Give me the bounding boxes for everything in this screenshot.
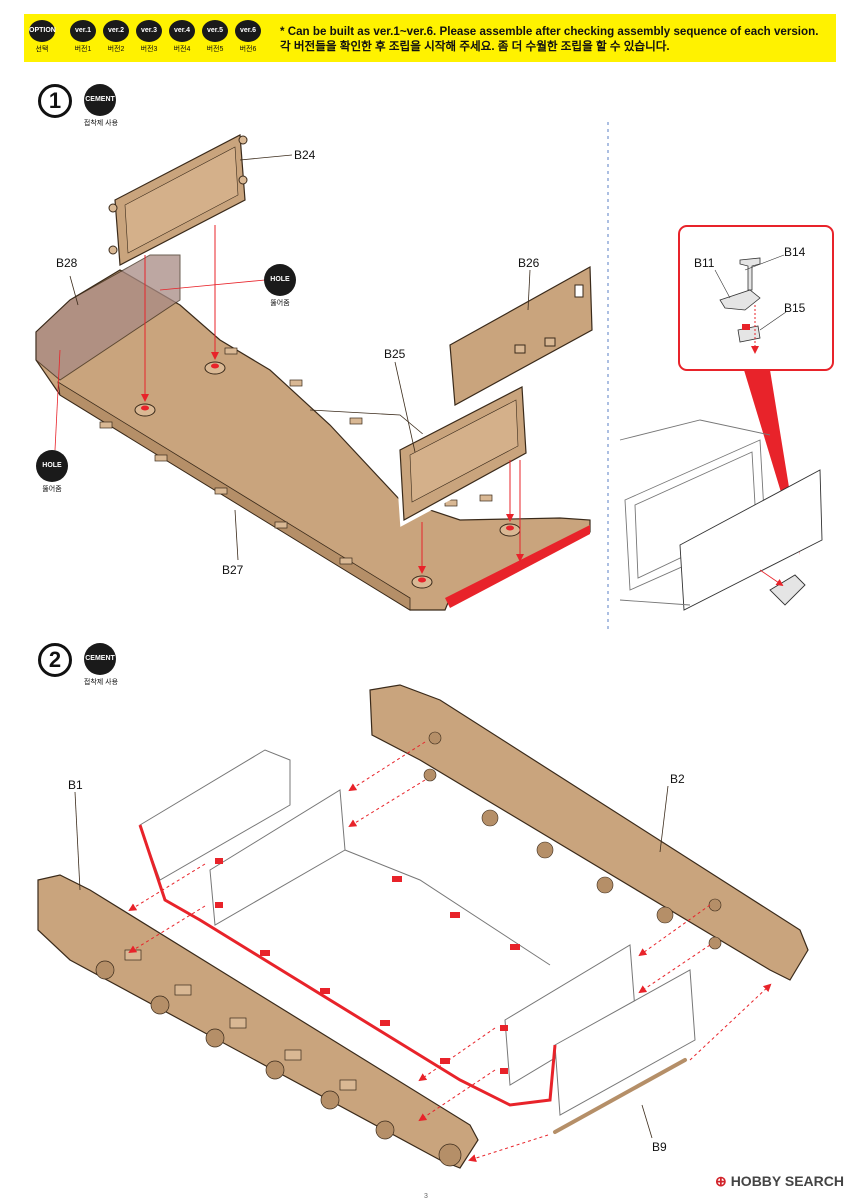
part-label-b25: B25 xyxy=(384,347,406,361)
hole-caption: 뚫어줌 xyxy=(270,300,290,307)
part-label-b15: B15 xyxy=(784,301,806,315)
version-caption: 버전2 xyxy=(107,46,125,53)
version-badge-4: ver.4 버전4 xyxy=(168,20,196,54)
version-badge-2: ver.2 버전2 xyxy=(102,20,130,54)
part-label-b2: B2 xyxy=(670,772,685,786)
version-pill: ver.3 xyxy=(136,20,162,42)
notice-english: * Can be built as ver.1~ver.6. Please as… xyxy=(280,25,819,38)
build-notice: * Can be built as ver.1~ver.6. Please as… xyxy=(280,24,818,54)
version-pill: ver.2 xyxy=(103,20,129,42)
part-label-b24: B24 xyxy=(294,148,316,162)
option-pill: OPTION xyxy=(29,20,56,42)
part-b1-hull-side xyxy=(37,874,479,1169)
part-label-b27: B27 xyxy=(222,563,244,577)
part-label-b1: B1 xyxy=(68,778,83,792)
step-number-2: 2 xyxy=(38,643,72,677)
part-b25-panel xyxy=(394,380,532,527)
part-b27-floor xyxy=(35,254,591,611)
option-caption: 선택 xyxy=(35,46,49,53)
version-caption: 버전1 xyxy=(74,46,92,53)
part-b2-hull-side xyxy=(369,684,809,981)
notice-korean: 각 버전들을 확인한 후 조립을 시작해 주세요. 좀 더 수월한 조립을 할 … xyxy=(280,40,670,53)
version-caption: 버전5 xyxy=(206,46,224,53)
cement-caption: 접착제 사용 xyxy=(83,679,119,686)
inner-frame xyxy=(139,749,696,1116)
cement-caption: 접착제 사용 xyxy=(83,120,119,127)
version-caption: 버전4 xyxy=(173,46,191,53)
version-pill: ver.4 xyxy=(169,20,195,42)
version-badge-1: ver.1 버전1 xyxy=(69,20,97,54)
part-label-b14: B14 xyxy=(784,245,806,259)
version-badge-5: ver.5 버전5 xyxy=(201,20,229,54)
part-b9-rod xyxy=(553,1058,687,1134)
option-badge: OPTION 선택 xyxy=(28,20,56,54)
version-badge-3: ver.3 버전3 xyxy=(135,20,163,54)
hole-caption: 뚫어줌 xyxy=(42,486,62,493)
part-b26-panel xyxy=(449,265,593,406)
watermark-logo-icon: ⊕ xyxy=(714,1173,727,1189)
version-banner: OPTION 선택 ver.1 버전1 ver.2 버전2 ver.3 버전3 … xyxy=(24,14,836,62)
version-badge-6: ver.6 버전6 xyxy=(234,20,262,54)
hole-badge: HOLE xyxy=(264,264,296,296)
part-label-b26: B26 xyxy=(518,256,540,270)
version-caption: 버전6 xyxy=(239,46,257,53)
step-number-1: 1 xyxy=(38,84,72,118)
hole-badge: HOLE xyxy=(36,450,68,482)
version-pill: ver.1 xyxy=(70,20,96,42)
cement-badge: CEMENT xyxy=(84,84,116,116)
part-b24-panel xyxy=(108,134,248,266)
version-caption: 버전3 xyxy=(140,46,158,53)
part-label-b11: B11 xyxy=(694,256,715,270)
version-pill: ver.6 xyxy=(235,20,261,42)
version-pill: ver.5 xyxy=(202,20,228,42)
detail-hull-sketch xyxy=(619,419,823,611)
part-label-b9: B9 xyxy=(652,1140,667,1154)
page-number: 3 xyxy=(424,1193,428,1200)
cement-badge: CEMENT xyxy=(84,643,116,675)
part-label-b28: B28 xyxy=(56,256,78,270)
watermark: ⊕HOBBY SEARCH xyxy=(715,1173,844,1190)
watermark-text: HOBBY SEARCH xyxy=(730,1173,844,1189)
